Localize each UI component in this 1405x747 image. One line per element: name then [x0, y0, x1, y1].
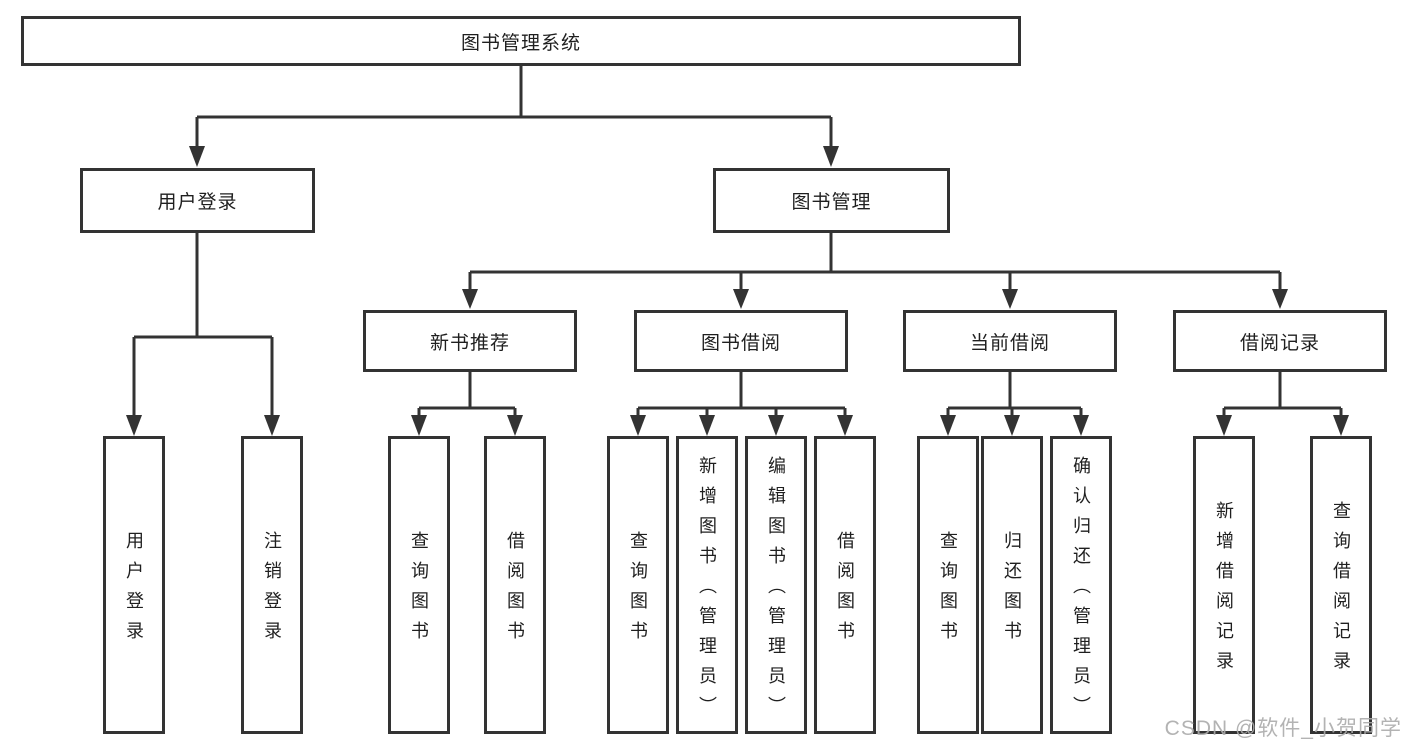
node-borrow-records: 借阅记录	[1173, 310, 1387, 372]
connector-new-book-branch	[417, 372, 517, 417]
connector-book-borrow-branch	[636, 372, 847, 417]
leaf-confirm-return-admin: 确认归还（管理员）	[1050, 436, 1112, 734]
arrowhead	[1333, 415, 1349, 436]
node-book-borrow: 图书借阅	[634, 310, 848, 372]
csdn-watermark: CSDN @软件_小贺同学	[1164, 717, 1402, 740]
node-new-book-recommend: 新书推荐	[363, 310, 577, 372]
leaf-query-books-recommend: 查询图书	[388, 436, 450, 734]
leaf-borrow-books-recommend: 借阅图书	[484, 436, 546, 734]
connector-book-mgmt-branch	[468, 233, 1282, 291]
connector-borrow-records-branch	[1222, 372, 1343, 417]
connector-root-to-level2	[195, 66, 833, 148]
leaf-query-borrow-record: 查询借阅记录	[1310, 436, 1372, 734]
connector-user-login-branch	[132, 233, 274, 417]
arrowhead	[462, 289, 478, 309]
node-current-borrow: 当前借阅	[903, 310, 1117, 372]
leaf-query-books-borrow: 查询图书	[607, 436, 669, 734]
leaf-add-borrow-record: 新增借阅记录	[1193, 436, 1255, 734]
leaf-return-books: 归还图书	[981, 436, 1043, 734]
arrowhead	[699, 415, 715, 436]
arrowhead	[837, 415, 853, 436]
arrowhead	[768, 415, 784, 436]
node-book-management: 图书管理	[713, 168, 950, 233]
node-root-system: 图书管理系统	[21, 16, 1021, 66]
leaf-user-login: 用户登录	[103, 436, 165, 734]
arrowhead	[507, 415, 523, 436]
leaf-query-books-current: 查询图书	[917, 436, 979, 734]
node-user-login: 用户登录	[80, 168, 315, 233]
arrowhead	[1004, 415, 1020, 436]
arrowhead	[733, 289, 749, 309]
leaf-add-books-admin: 新增图书（管理员）	[676, 436, 738, 734]
arrowhead	[1002, 289, 1018, 309]
leaf-edit-books-admin: 编辑图书（管理员）	[745, 436, 807, 734]
arrowhead	[630, 415, 646, 436]
arrowhead	[1073, 415, 1089, 436]
arrowhead	[189, 146, 205, 167]
arrowhead	[1216, 415, 1232, 436]
arrowhead	[264, 415, 280, 436]
arrowhead	[126, 415, 142, 436]
arrowhead	[411, 415, 427, 436]
leaf-borrow-books: 借阅图书	[814, 436, 876, 734]
arrowhead	[940, 415, 956, 436]
connector-current-borrow-branch	[946, 372, 1083, 417]
leaf-logout: 注销登录	[241, 436, 303, 734]
arrowhead	[1272, 289, 1288, 309]
arrowhead	[823, 146, 839, 167]
